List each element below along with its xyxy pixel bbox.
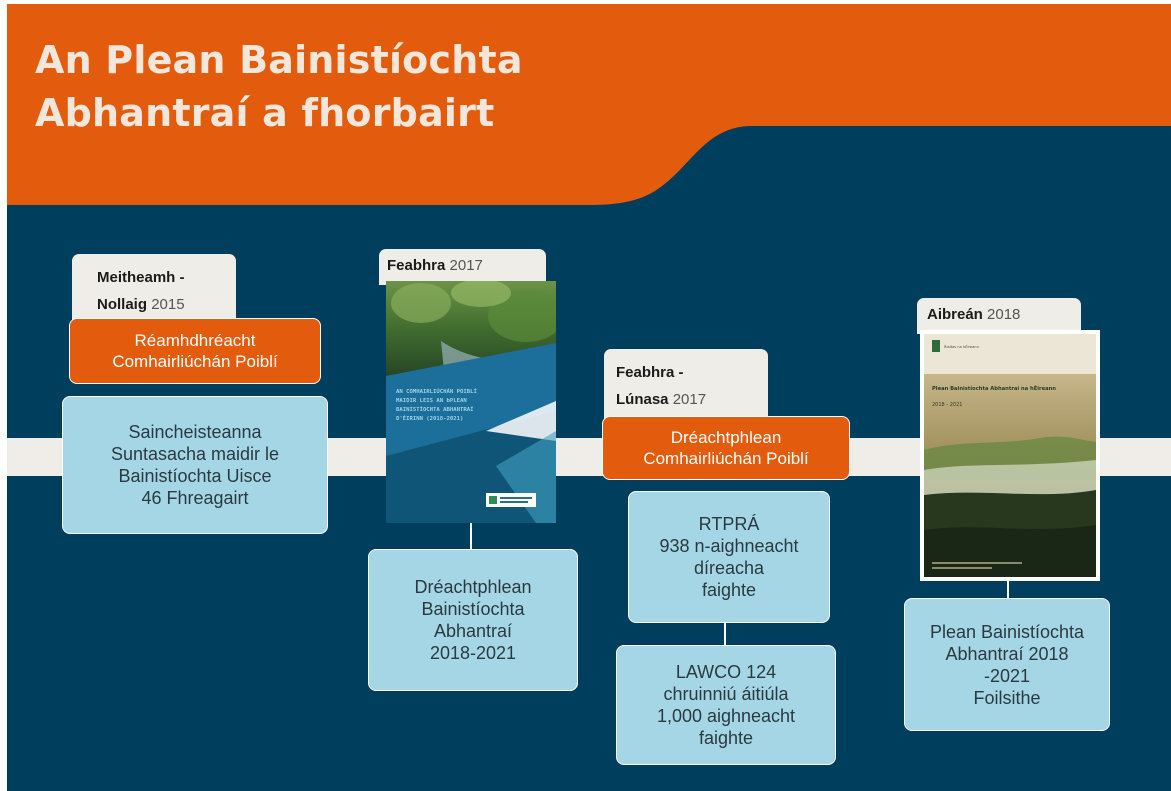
milestone-3-info-a-line-1: RTPRÁ — [698, 514, 760, 534]
milestone-2-year: 2017 — [449, 257, 483, 274]
cover-title-line-1: AN COMHAIRLIÚCHÁN POIBLÍ — [396, 387, 477, 395]
milestone-3-info-box-a: RTPRÁ 938 n-aighneacht díreacha faighte — [628, 491, 830, 623]
milestone-1-stage-line-2: Comhairliúchán Poiblí — [112, 352, 278, 371]
milestone-1-date-tab: Meitheamh - Nollaig 2015 — [72, 254, 236, 326]
milestone-3-date-tab: Feabhra - Lúnasa 2017 — [604, 349, 768, 419]
harp-emblem — [932, 340, 940, 352]
milestone-2-date: Feabhra — [387, 257, 446, 274]
milestone-2-date-tab: Feabhra 2017 — [379, 249, 546, 285]
milestone-4-info-line-2: Abhantraí 2018 — [945, 643, 1069, 664]
milestone-1-year: 2015 — [151, 296, 185, 313]
milestone-2-info-line-4: 2018-2021 — [429, 643, 517, 663]
cover-title-line-4: D'ÉIRINN (2018-2021) — [396, 414, 463, 422]
milestone-3-info-b-line-1: LAWCO 124 — [675, 662, 777, 682]
milestone-3-info-box-b: LAWCO 124 chruinniú áitiúla 1,000 aighne… — [616, 645, 836, 765]
cover-logo — [486, 493, 536, 507]
title-line-2: Abhantraí a fhorbairt — [35, 91, 495, 135]
milestone-1-info-box: Saincheisteanna Suntasacha maidir le Bai… — [62, 396, 328, 534]
milestone-3-info-b-line-3: 1,000 aighneacht — [656, 706, 796, 726]
plan-document-cover: Rialtas na hÉireann Plean Bainistíochta … — [920, 330, 1100, 581]
milestone-3-connector — [724, 623, 726, 647]
milestone-3-stage-line-2: Comhairliúchán Poiblí — [643, 449, 809, 468]
cover-4-title: Plean Bainistíochta Abhantraí na hÉirean… — [932, 384, 1056, 392]
cover-title-line-2: MAIDIR LEIS AN bPLEAN — [396, 398, 467, 404]
milestone-1-date-part-1: Meitheamh - — [97, 269, 185, 286]
milestone-3-year: 2017 — [672, 391, 707, 408]
consultation-document-cover: AN COMHAIRLIÚCHÁN POIBLÍ MAIDIR LEIS AN … — [386, 281, 556, 523]
banner-shape — [7, 4, 1171, 205]
milestone-4-info-box: Plean Bainistíochta Abhantraí 2018 -2021… — [904, 598, 1110, 731]
milestone-4-info-line-3: -2021 — [983, 665, 1031, 686]
milestone-2-info-line-3: Abhantraí — [433, 621, 513, 641]
infographic: An Plean Bainistíochta Abhantraí a fhorb… — [7, 4, 1171, 791]
milestone-1-stage-line-1: Réamhdhréacht — [134, 331, 256, 350]
milestone-1-info-line-3: Bainistíochta Uisce — [118, 466, 272, 486]
milestone-3-stage-line-1: Dréachtphlean — [670, 428, 782, 447]
milestone-2-info-box: Dréachtphlean Bainistíochta Abhantraí 20… — [368, 549, 578, 691]
milestone-1-info-line-2: Suntasacha maidir le — [110, 444, 280, 464]
milestone-2-info-line-1: Dréachtphlean — [414, 577, 532, 597]
title-line-1: An Plean Bainistíochta — [35, 38, 523, 82]
milestone-1-stage: Réamhdhréacht Comhairliúchán Poiblí — [69, 318, 321, 384]
milestone-3-stage: Dréachtphlean Comhairliúchán Poiblí — [602, 416, 850, 480]
milestone-4-info-line-1: Plean Bainistíochta — [929, 621, 1085, 642]
milestone-3-info-a-line-3: díreacha — [693, 558, 765, 578]
page-title: An Plean Bainistíochta Abhantraí a fhorb… — [35, 34, 523, 140]
milestone-1-info-line-1: Saincheisteanna — [128, 422, 262, 442]
milestone-2-connector — [470, 523, 472, 551]
milestone-2-info-line-2: Bainistíochta — [421, 599, 525, 619]
milestone-4-info-line-4: Foilsithe — [973, 687, 1041, 708]
milestone-4-year: 2018 — [987, 306, 1021, 323]
cover-4-government: Rialtas na hÉireann — [944, 344, 979, 349]
title-banner — [7, 4, 1171, 205]
milestone-1-info-line-4: 46 Fhreagairt — [141, 488, 249, 508]
cover-title-line-3: BAINISTÍOCHTA ABHANTRAÍ — [396, 405, 473, 413]
milestone-4-date-tab: Aibreán 2018 — [917, 298, 1081, 334]
milestone-4-date: Aibreán — [927, 306, 983, 323]
milestone-4-connector — [1007, 581, 1009, 601]
milestone-3-info-a-line-2: 938 n-aighneacht — [659, 536, 799, 556]
milestone-3-info-a-line-4: faighte — [701, 580, 757, 600]
milestone-3-date-part-1: Feabhra - — [616, 364, 684, 381]
milestone-3-info-b-line-2: chruinniú áitiúla — [663, 684, 789, 704]
milestone-3-date-part-2: Lúnasa — [616, 391, 669, 408]
cover-4-years: 2018 - 2021 — [932, 402, 962, 408]
milestone-1-date-part-2: Nollaig — [97, 296, 148, 313]
milestone-3-info-b-line-4: faighte — [698, 728, 754, 748]
